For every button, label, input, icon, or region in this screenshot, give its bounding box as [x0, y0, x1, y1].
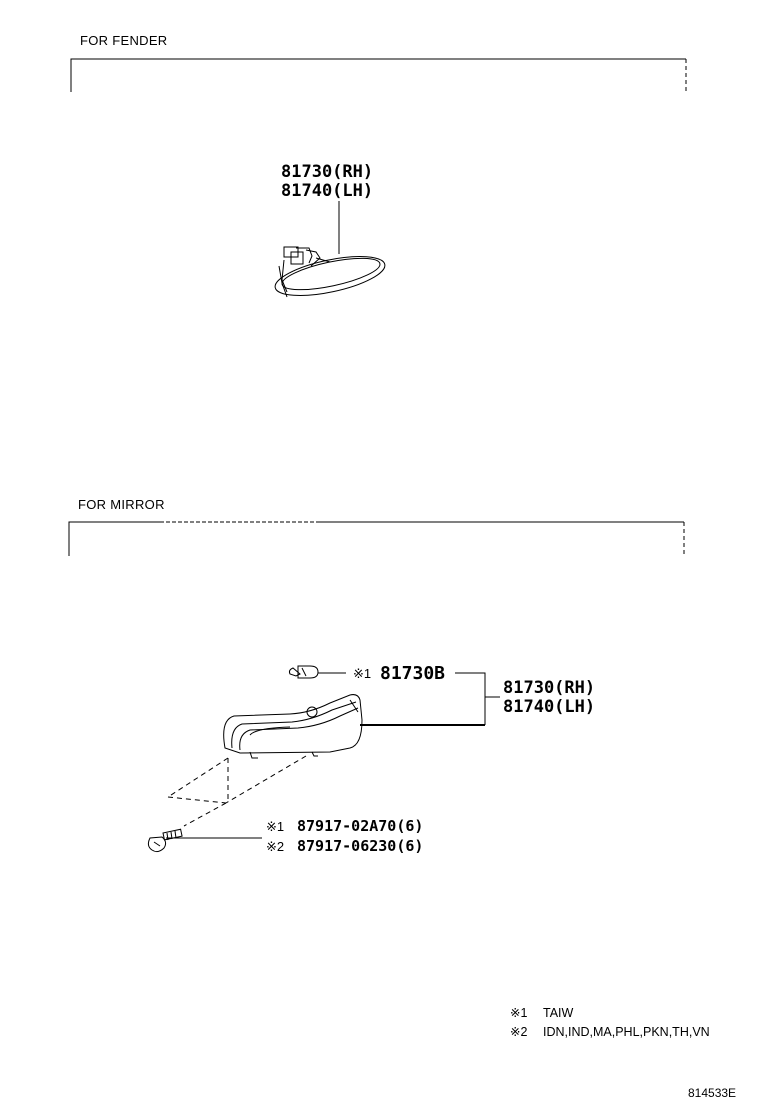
mirror-part-number-rh: 81730(RH)	[503, 678, 596, 698]
fender-part-number-rh: 81730(RH)	[281, 162, 374, 182]
section-label-fender: FOR FENDER	[80, 33, 168, 48]
legend-mark-2: ※2	[510, 1025, 528, 1039]
legend-text-2: IDN,IND,MA,PHL,PKN,TH,VN	[543, 1025, 710, 1039]
bulb-note-mark: ※1	[353, 666, 372, 681]
screw-part-number-1: 87917-02A70(6)	[297, 817, 424, 835]
bulb-part-number: 81730B	[380, 663, 446, 684]
legend-text-1: TAIW	[543, 1006, 574, 1020]
fender-part-number-lh: 81740(LH)	[281, 181, 374, 201]
section-label-mirror: FOR MIRROR	[78, 497, 165, 512]
screw-note-mark-1: ※1	[266, 819, 285, 834]
mirror-part-number-lh: 81740(LH)	[503, 697, 596, 717]
screw-part-number-2: 87917-06230(6)	[297, 837, 424, 855]
mirror-turn-signal-lamp	[223, 694, 363, 759]
figure-reference: 814533E	[688, 1086, 737, 1100]
legend-mark-1: ※1	[510, 1006, 528, 1020]
screw-note-mark-2: ※2	[266, 839, 285, 854]
bulb	[288, 665, 319, 679]
screw	[147, 828, 183, 853]
fender-side-marker-lamp	[274, 246, 386, 298]
